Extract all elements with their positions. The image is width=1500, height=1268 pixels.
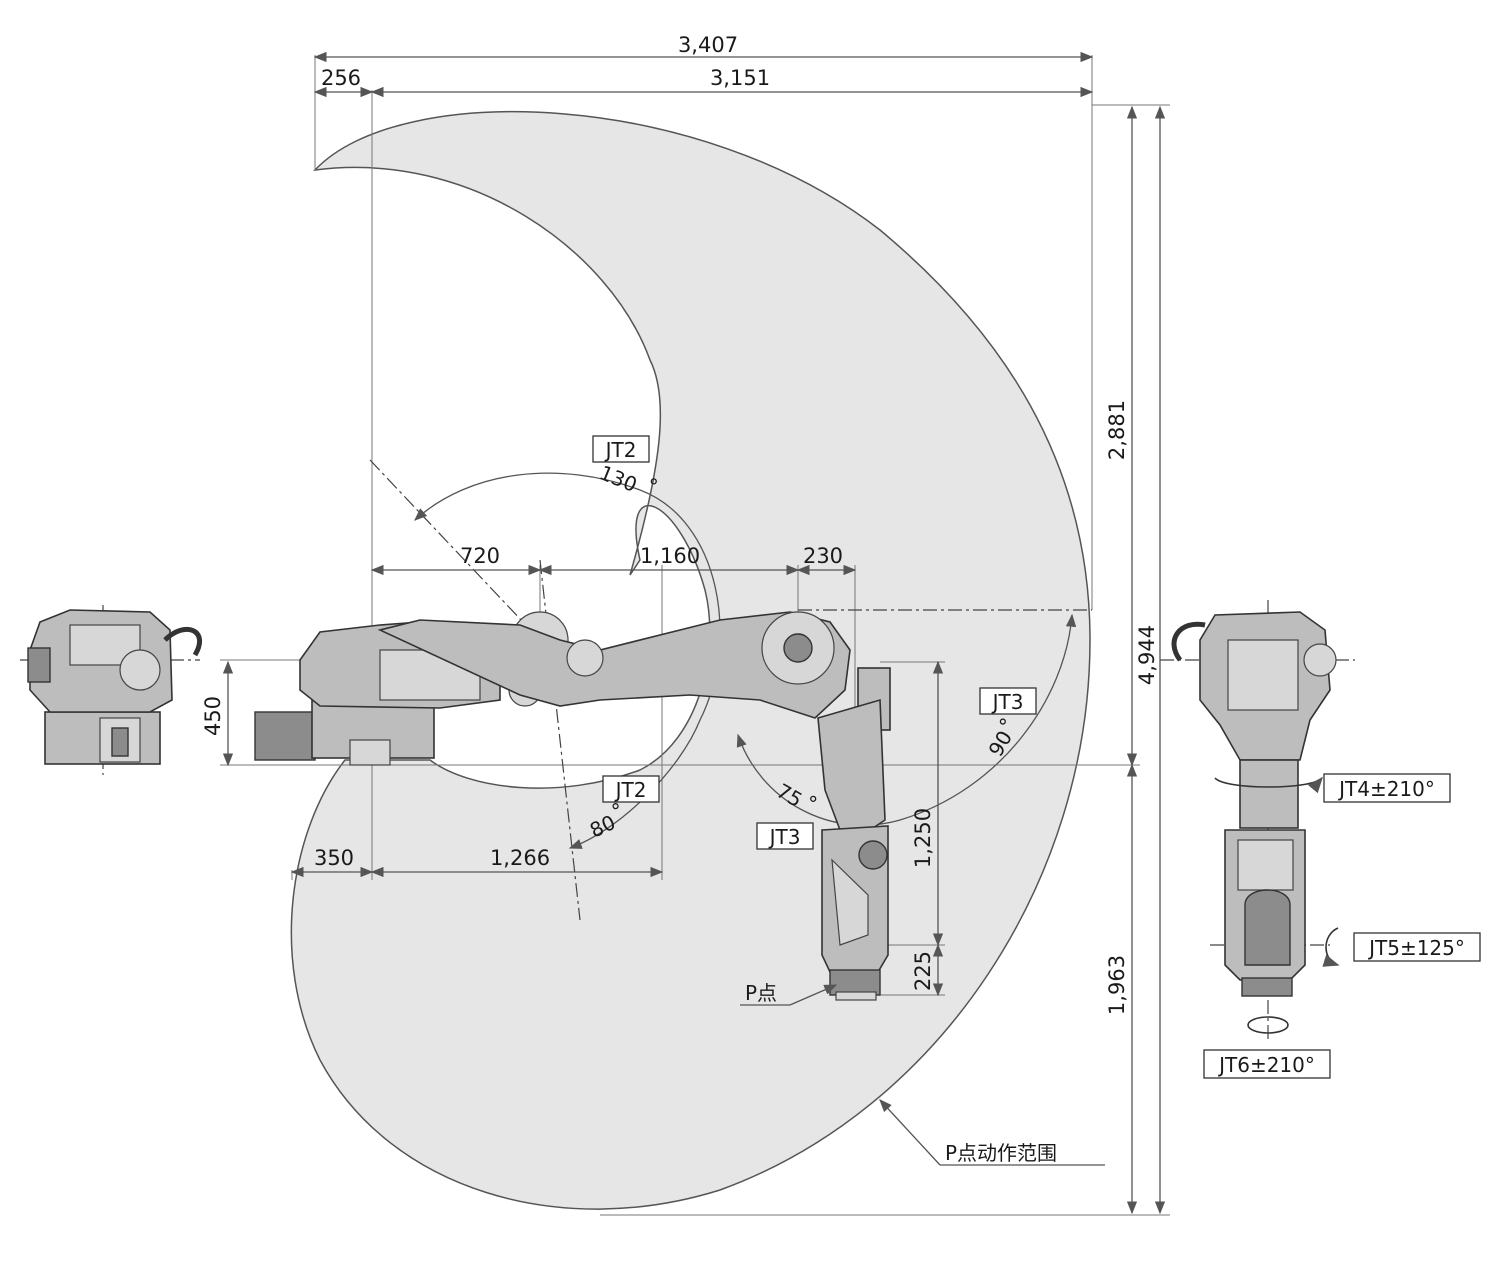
dim-height-1250: 1,250 xyxy=(911,808,935,868)
dim-reach-1266: 1,266 xyxy=(490,846,550,870)
dim-height-450: 450 xyxy=(201,696,225,736)
label-p-point: P点 xyxy=(745,981,777,1005)
dim-height-225: 225 xyxy=(911,951,935,991)
robot-main-view xyxy=(254,611,891,1001)
label-jt2-top: JT2 xyxy=(604,438,637,462)
label-jt2-bottom: JT2 xyxy=(614,778,647,802)
label-jt3-right: JT3 xyxy=(991,690,1024,714)
work-envelope xyxy=(290,110,1091,1210)
dim-arm-720: 720 xyxy=(460,544,500,568)
label-jt6: JT6±210° xyxy=(1217,1053,1315,1077)
robot-front-view-right xyxy=(1171,611,1337,997)
label-jt3-bottom: JT3 xyxy=(768,825,801,849)
dim-height-1963: 1,963 xyxy=(1105,955,1129,1015)
label-jt4: JT4±210° xyxy=(1337,777,1435,801)
robot-side-view-left xyxy=(27,609,203,765)
label-jt5: JT5±125° xyxy=(1367,936,1465,960)
dim-height-2881: 2,881 xyxy=(1105,400,1129,460)
dim-reach-width: 3,151 xyxy=(710,66,770,90)
dim-arm-1160: 1,160 xyxy=(640,544,700,568)
dim-overall-width: 3,407 xyxy=(678,33,738,57)
dim-height-4944: 4,944 xyxy=(1135,625,1159,685)
label-p-range: P点动作范围 xyxy=(945,1141,1057,1165)
dim-offset-left: 256 xyxy=(321,66,361,90)
dim-base-350: 350 xyxy=(314,846,354,870)
dim-arm-230: 230 xyxy=(803,544,843,568)
angle-jt2-upper: 130 xyxy=(596,460,640,497)
